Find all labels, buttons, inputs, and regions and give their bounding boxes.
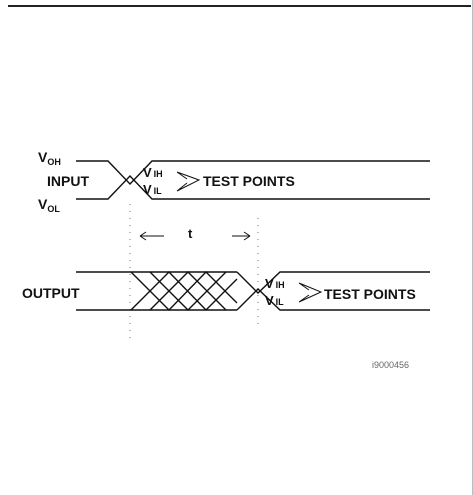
- voh-label: VOH: [38, 149, 61, 167]
- output-label: OUTPUT: [22, 285, 80, 301]
- input-waveform: [76, 160, 430, 200]
- top-rule: [8, 5, 471, 7]
- input-low-line: [76, 174, 430, 200]
- output-test-point-pointer: [298, 282, 323, 303]
- output-waveform: [76, 271, 430, 311]
- input-test-points-label: TEST POINTS: [203, 173, 295, 189]
- vol-label: VOL: [38, 196, 60, 214]
- input-label: INPUT: [47, 173, 89, 189]
- timing-label: t: [188, 226, 193, 241]
- input-high-line: [76, 160, 430, 186]
- timing-interval-arrow: [139, 231, 251, 241]
- output-uncertainty-region: [130, 271, 238, 311]
- figure-code: i9000456: [372, 360, 409, 370]
- output-test-points-label: TEST POINTS: [324, 286, 416, 302]
- input-test-point-pointer: [176, 171, 201, 192]
